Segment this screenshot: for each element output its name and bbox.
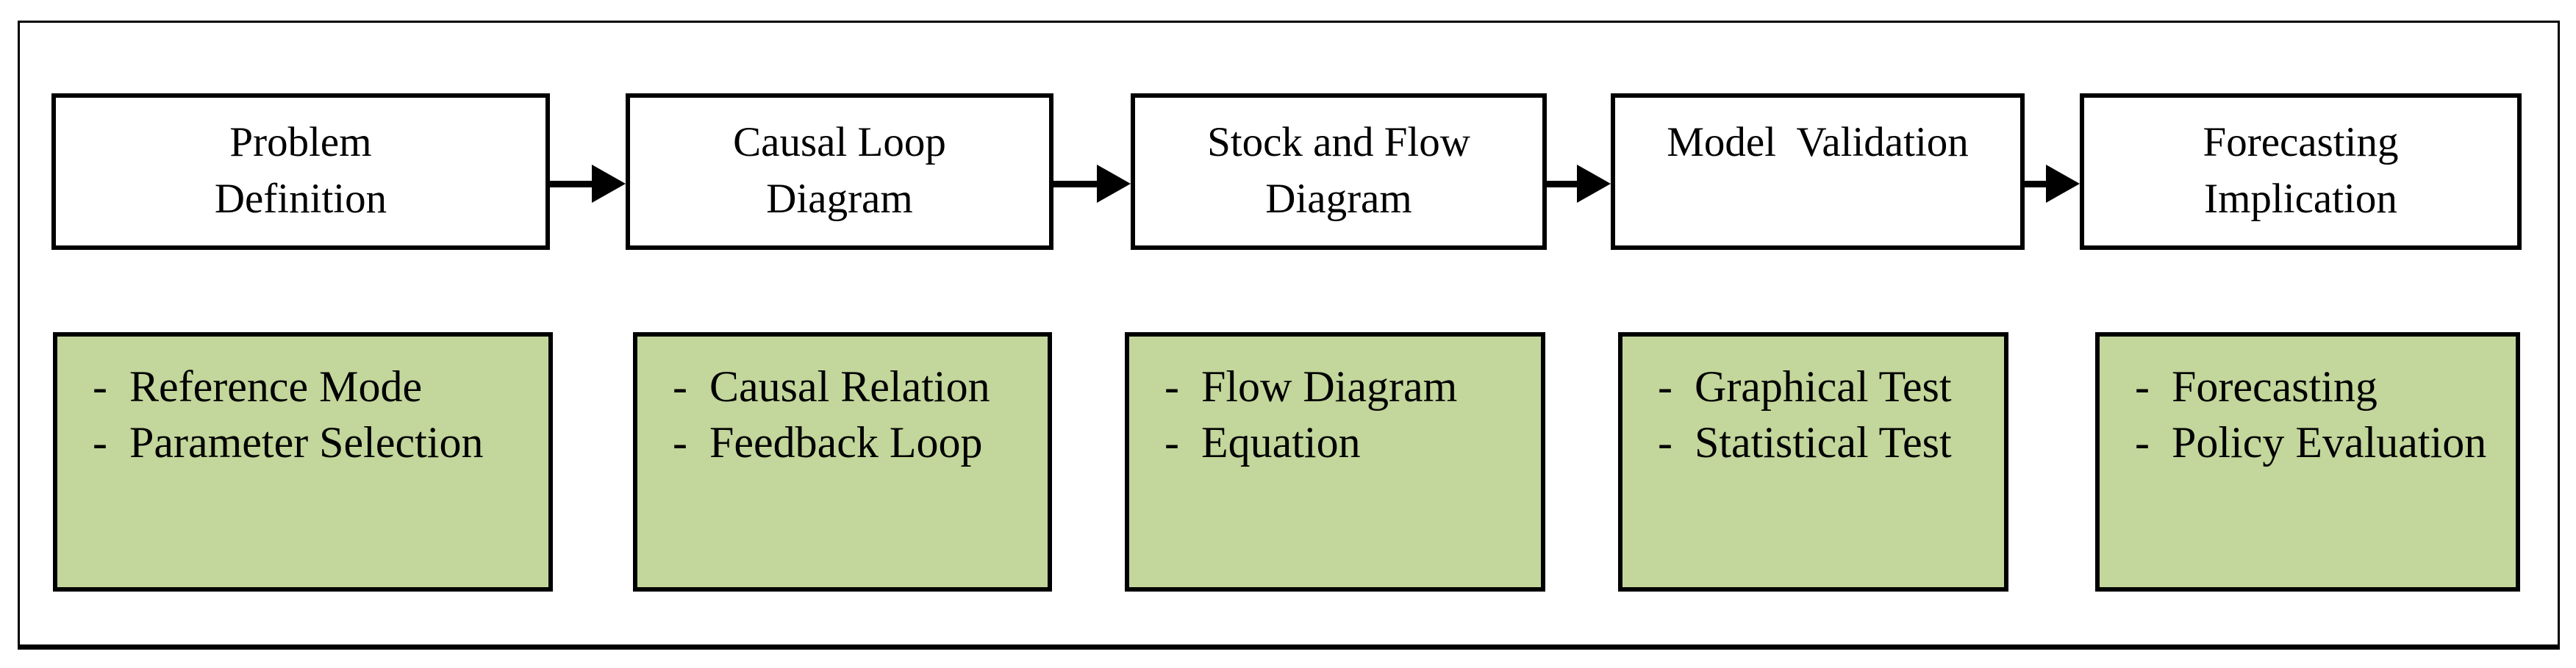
arrow-shaft <box>1544 180 1577 187</box>
bullet-dash-icon: - <box>1658 362 1672 411</box>
stage-box-title: Stock and Flow Diagram <box>1207 119 1470 222</box>
bullet-dash-icon: - <box>2135 362 2150 411</box>
list-item: - Forecasting <box>2135 359 2505 414</box>
stage-box-stock-and-flow-diagram: Stock and Flow Diagram <box>1131 93 1547 250</box>
list-item: - Feedback Loop <box>673 414 1037 470</box>
arrow-right-icon-3 <box>1544 165 1611 203</box>
list-item: - Reference Mode <box>93 359 538 414</box>
detail-box-model-validation: - Graphical Test - Statistical Test <box>1618 332 2008 592</box>
detail-box-stock-and-flow-diagram: - Flow Diagram - Equation <box>1125 332 1545 592</box>
stage-box-forecasting-implication: Forecasting Implication <box>2080 93 2522 250</box>
stage-box-title: Forecasting Implication <box>2203 119 2399 222</box>
detail-label: Reference Mode <box>129 362 423 411</box>
bullet-dash-icon: - <box>1658 418 1672 467</box>
arrow-head <box>592 165 626 203</box>
detail-label: Graphical Test <box>1694 362 1952 411</box>
stage-box-model-validation: Model Validation <box>1611 93 2025 250</box>
detail-box-causal-loop-diagram: - Causal Relation - Feedback Loop <box>633 332 1052 592</box>
detail-box-forecasting-implication: - Forecasting - Policy Evaluation <box>2095 332 2520 592</box>
detail-label: Feedback Loop <box>709 418 983 467</box>
list-item: - Causal Relation <box>673 359 1037 414</box>
bullet-dash-icon: - <box>1164 418 1179 467</box>
arrow-head <box>1577 165 1611 203</box>
arrow-right-icon-2 <box>1051 165 1131 203</box>
list-item: - Graphical Test <box>1658 359 1994 414</box>
arrow-shaft <box>547 180 592 187</box>
list-item: - Flow Diagram <box>1164 359 1531 414</box>
stage-box-causal-loop-diagram: Causal Loop Diagram <box>626 93 1053 250</box>
arrow-right-icon-4 <box>2022 165 2080 203</box>
list-item: - Parameter Selection <box>93 414 538 470</box>
list-item: - Equation <box>1164 414 1531 470</box>
detail-box-problem-definition: - Reference Mode - Parameter Selection <box>53 332 553 592</box>
list-item: - Statistical Test <box>1658 414 1994 470</box>
stage-box-problem-definition: Problem Definition <box>51 93 550 250</box>
detail-label: Flow Diagram <box>1201 362 1458 411</box>
arrow-shaft <box>2022 180 2046 187</box>
list-item: - Policy Evaluation <box>2135 414 2505 470</box>
detail-label: Equation <box>1201 418 1361 467</box>
arrow-right-icon-1 <box>547 165 626 203</box>
stage-box-title: Problem Definition <box>214 119 387 222</box>
detail-label: Policy Evaluation <box>2171 418 2487 467</box>
arrow-head <box>1097 165 1131 203</box>
stage-box-title: Model Validation <box>1667 119 1969 165</box>
bullet-dash-icon: - <box>673 418 687 467</box>
bullet-dash-icon: - <box>93 418 107 467</box>
stage-box-title: Causal Loop Diagram <box>733 119 946 222</box>
bullet-dash-icon: - <box>673 362 687 411</box>
detail-label: Causal Relation <box>709 362 990 411</box>
bullet-dash-icon: - <box>2135 418 2150 467</box>
detail-label: Forecasting <box>2171 362 2378 411</box>
detail-label: Parameter Selection <box>129 418 484 467</box>
detail-label: Statistical Test <box>1694 418 1952 467</box>
bullet-dash-icon: - <box>1164 362 1179 411</box>
arrow-head <box>2046 165 2080 203</box>
bullet-dash-icon: - <box>93 362 107 411</box>
arrow-shaft <box>1051 180 1097 187</box>
